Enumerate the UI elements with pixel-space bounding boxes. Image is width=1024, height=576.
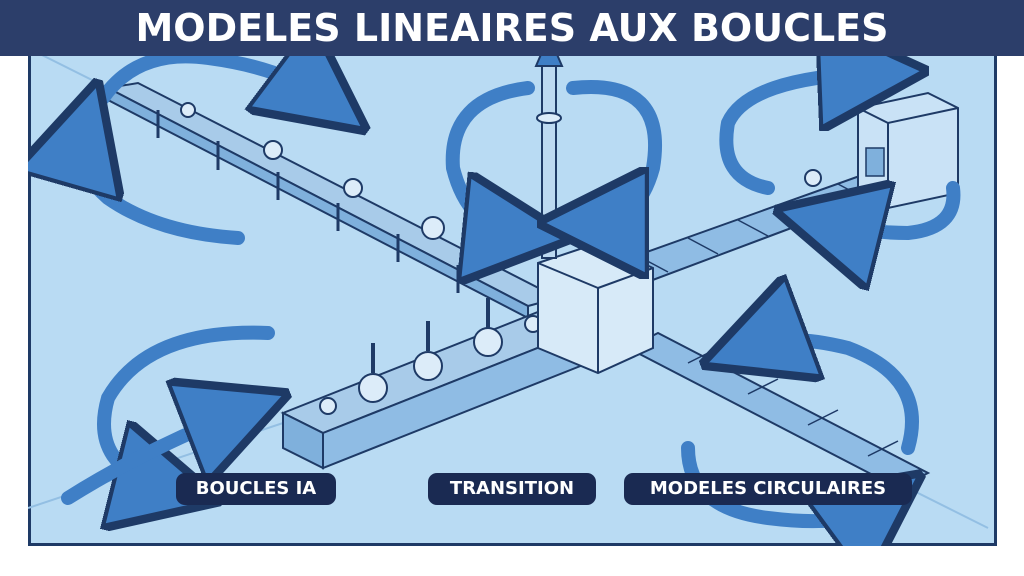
lower-right-conveyor xyxy=(625,331,931,490)
upper-left-conveyor xyxy=(104,81,561,320)
circular-arrow-icon xyxy=(719,73,873,195)
circular-arrow-icon xyxy=(828,188,961,233)
circular-arrow-icon xyxy=(61,413,238,505)
circular-arrow-icon xyxy=(753,340,919,455)
circular-arrow-icon xyxy=(573,80,663,223)
circular-arrow-icon xyxy=(96,56,323,98)
label-transition: TRANSITION xyxy=(428,473,596,505)
machine-box xyxy=(857,91,959,210)
label-boucles-ia: BOUCLES IA xyxy=(176,473,336,505)
conveyor-illustration xyxy=(28,28,989,546)
title-band xyxy=(0,0,1024,56)
circular-arrow-icon xyxy=(81,133,245,245)
circular-arrow-icon xyxy=(445,81,528,233)
page-title: MODELES LINEAIRES AUX BOUCLES xyxy=(135,6,889,50)
label-modeles-circulaires: MODELES CIRCULAIRES xyxy=(624,473,912,505)
